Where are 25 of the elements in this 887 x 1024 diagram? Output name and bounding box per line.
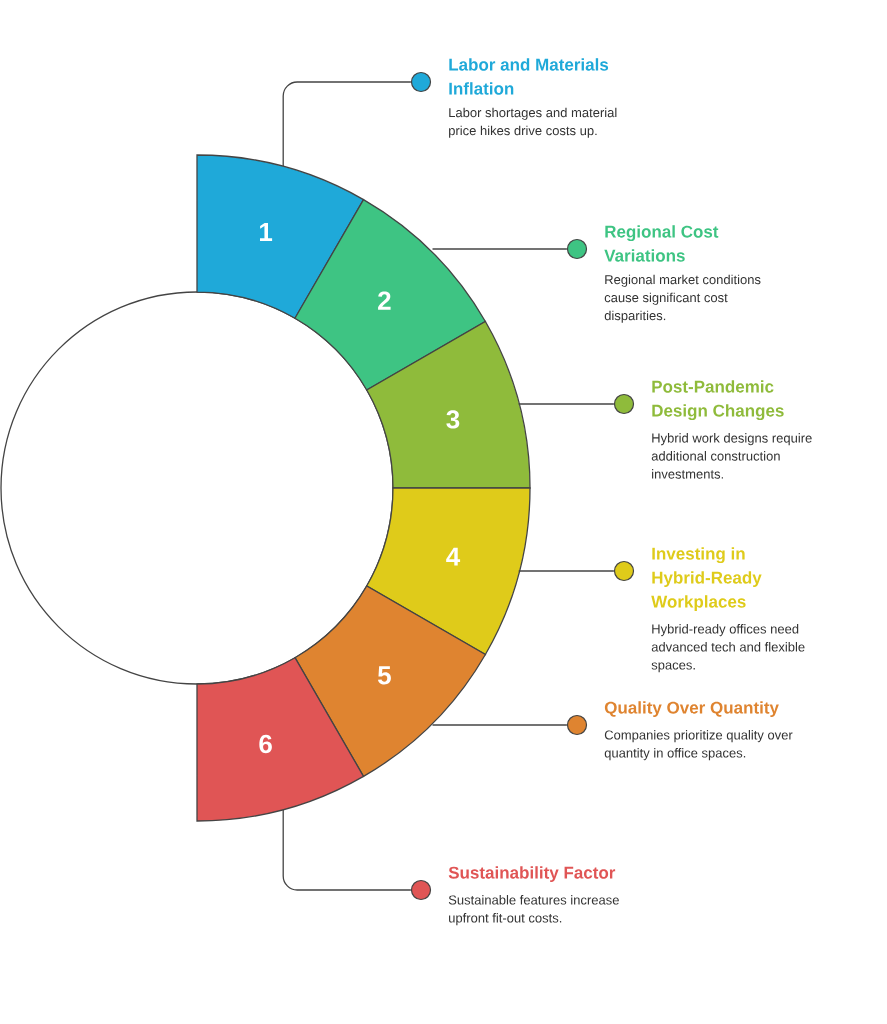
item-description: Sustainable features increase upfront fit-out costs. [448,895,619,926]
leader-line [518,403,615,405]
leader-line [431,248,568,250]
item-description: Hybrid-ready offices need advanced tech and flexible spaces. [651,624,805,673]
item-title: Quality Over Quantity [604,701,779,718]
ring-segment: 6 [196,657,365,822]
leader-line [282,809,412,891]
ring-segment: 3 [366,320,531,489]
ring-segment: 4 [366,487,531,656]
item-description: Regional market conditions cause significant cost disparities. [604,274,761,323]
item-title: Sustainability Factor [448,866,616,883]
ring-segment: 2 [294,198,487,391]
item-title: Labor and Materials Inflation [449,58,609,95]
item-title: Regional Cost Variations [604,225,719,262]
leader-line [431,724,568,726]
item-description: Companies prioritize quality over quantity in office spaces. [604,730,793,761]
leader-line [518,570,615,572]
item-title: Investing in Hybrid-Ready Workplaces [651,547,762,612]
ring-segment: 5 [294,585,487,778]
item-title: Post-Pandemic Design Changes [652,380,784,421]
leader-line [282,81,412,167]
circle-shape [0,291,394,685]
item-description: Labor shortages and material price hikes drive costs up. [449,107,617,138]
item-description: Hybrid work designs require additional construction investments. [651,433,812,479]
ring-segment: 1 [196,154,365,319]
